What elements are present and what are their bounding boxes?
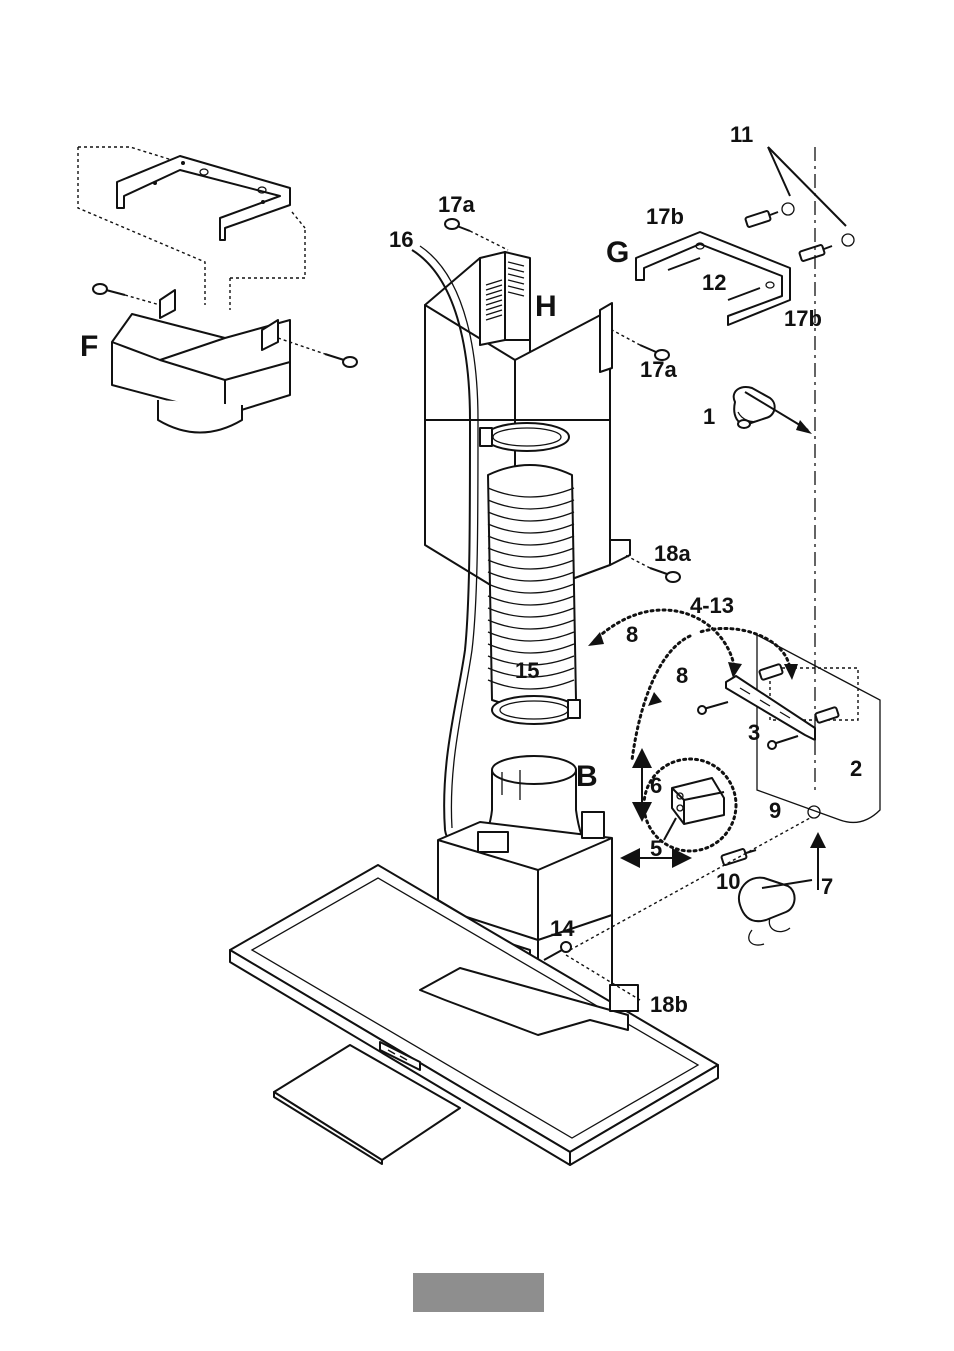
label-2: 2 [850,756,862,781]
bracket-18b [609,984,639,1012]
label-17a-right: 17a [640,357,677,382]
label-g: G [606,236,629,269]
capacitor-block [477,831,509,853]
label-17a-top: 17a [438,192,475,217]
hose-clamp-top [484,422,570,452]
label-15: 15 [515,658,539,683]
part-g-bracket-group [635,146,855,326]
duct-ribs [487,487,575,690]
detail-circle-5-6 [642,757,738,853]
power-cable-16 [411,249,481,853]
arrow-8-top [593,608,737,674]
screw-f-right-icon [324,353,358,368]
label-17b-bottom: 17b [784,306,822,331]
drill-hole-11b-icon [841,233,855,247]
label-6: 6 [650,773,662,798]
label-4-13: 4-13 [690,593,734,618]
chimney-vent-slots [485,261,525,321]
label-18b: 18b [650,992,688,1017]
label-5: 5 [650,836,662,861]
arrow-6-vertical [632,748,652,822]
wall-plug-rail-bottom-icon [814,706,840,724]
label-3: 3 [748,720,760,745]
page-footer-bar [413,1273,544,1312]
label-7: 7 [821,874,833,899]
label-1: 1 [703,404,715,429]
arrow-8-bottom [630,634,692,762]
label-16: 16 [389,227,413,252]
part-f-adapter-group [77,146,358,434]
label-17b-top: 17b [646,204,684,229]
wall-plug-rail-top-icon [758,663,784,681]
screw-17a-top-icon [444,218,509,251]
label-b: B [576,760,598,793]
wall-plug-17b-bottom-icon [798,244,833,262]
label-8-top: 8 [626,622,638,647]
hood-canopy [229,864,719,1166]
wall-plug-17b-top-icon [744,210,779,228]
instruction-booklet [273,1044,461,1165]
hand-marking-pencil-1-icon [732,386,812,434]
screw-12b-icon [727,287,761,301]
u-bracket-f [116,155,291,241]
label-8-bottom: 8 [676,663,688,688]
screw-12a-icon [667,257,701,271]
drill-hole-11a-icon [781,202,795,216]
screw-f-left-icon [92,283,126,296]
label-11: 11 [730,122,753,147]
hose-clamp-bottom [491,695,577,725]
adapter-box-f [111,289,291,434]
mounting-rail-3 [697,675,816,750]
flexible-duct-15 [479,422,581,725]
screw-17a-right-icon [611,329,670,361]
label-12: 12 [702,270,726,295]
screw-18a-icon [624,554,681,583]
control-panel-strip [379,1041,421,1071]
label-10: 10 [716,869,740,894]
label-18a: 18a [654,541,691,566]
label-14: 14 [550,916,575,941]
drill-hole-9-icon [807,805,821,819]
screw-14-icon [543,941,572,961]
arrow-4-13 [698,627,792,674]
arrow-7 [810,832,826,890]
arrow-5-horizontal [620,848,692,868]
label-9: 9 [769,798,781,823]
label-f: F [80,330,98,363]
hand-marking-pencil-7-icon [737,876,813,946]
wall-template-2 [756,633,881,824]
label-h: H [535,290,557,323]
